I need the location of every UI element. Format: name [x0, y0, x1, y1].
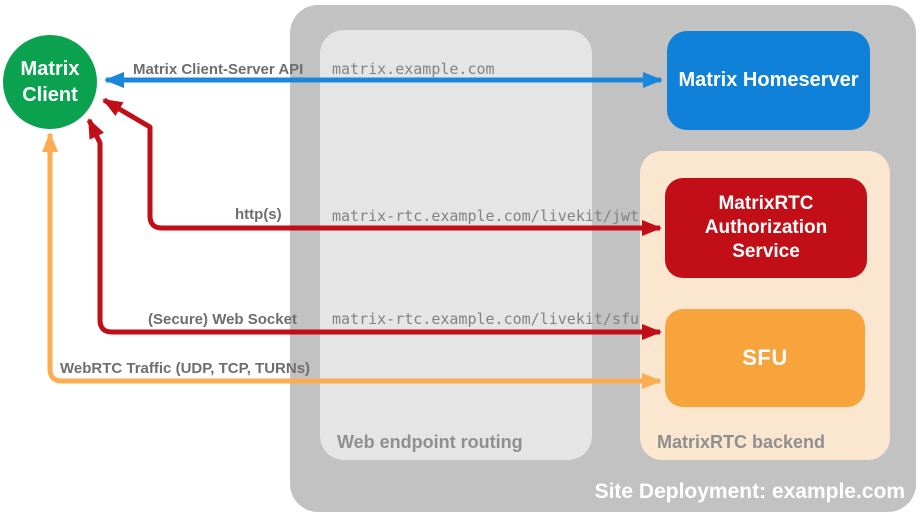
matrix-homeserver-label: Matrix Homeserver	[678, 69, 859, 91]
sfu-label: SFU	[742, 345, 788, 370]
web-endpoint-routing-container	[320, 30, 592, 460]
matrix-client-label: Matrix Client	[20, 58, 80, 106]
web-socket-arrow-label: (Secure) Web Socket	[148, 311, 297, 328]
matrixrtc-auth-service-node: MatrixRTC Authorization Service	[665, 178, 867, 278]
webrtc-traffic-arrow-label: WebRTC Traffic (UDP, TCP, TURNs)	[60, 360, 311, 377]
web-endpoint-routing-label: Web endpoint routing	[337, 432, 523, 452]
site-deployment-label: Site Deployment: example.com	[594, 480, 905, 503]
https-arrow-label: http(s)	[235, 206, 282, 223]
matrixrtc-backend-label: MatrixRTC backend	[657, 432, 826, 452]
endpoint-livekit-sfu: matrix-rtc.example.com/livekit/sfu	[332, 310, 640, 328]
matrix-homeserver-node: Matrix Homeserver	[667, 31, 870, 130]
endpoint-matrix-example-com: matrix.example.com	[332, 60, 495, 78]
matrix-client-node: Matrix Client	[3, 35, 97, 129]
endpoint-livekit-jwt: matrix-rtc.example.com/livekit/jwt	[332, 207, 640, 225]
client-server-api-arrow-label: Matrix Client-Server API	[133, 61, 304, 78]
matrixrtc-auth-service-label: MatrixRTC Authorization Service	[704, 193, 828, 262]
sfu-node: SFU	[665, 309, 865, 407]
